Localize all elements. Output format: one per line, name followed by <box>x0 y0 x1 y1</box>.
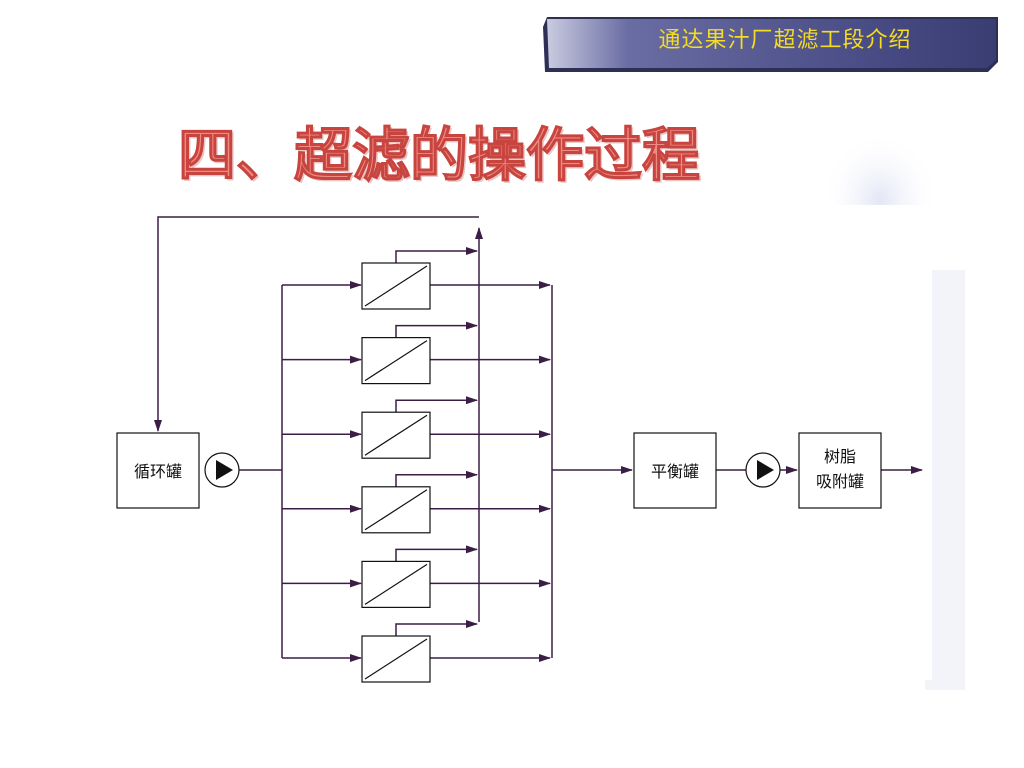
module-retentate-line <box>395 620 478 636</box>
recycle-line <box>154 216 479 432</box>
membrane-diagonal <box>364 340 428 382</box>
resin-tank-label-line2: 吸附罐 <box>816 472 864 491</box>
membrane-diagonal <box>364 638 428 680</box>
membrane-module <box>361 635 431 683</box>
membrane-module <box>361 560 431 609</box>
resin-adsorption-tank: 树脂 吸附罐 <box>798 432 882 509</box>
pump-icon <box>745 452 781 488</box>
membrane-diagonal <box>364 563 428 605</box>
membrane-diagonal <box>364 414 428 456</box>
balance-tank: 平衡罐 <box>633 432 717 509</box>
banner-title: 通达果汁厂超滤工段介绍 <box>658 28 912 53</box>
module-retentate-line <box>395 545 478 562</box>
module-retentate-line <box>395 470 478 487</box>
slide-title: 四、超滤的操作过程 <box>177 120 701 189</box>
module-retentate-line <box>395 396 478 413</box>
balance-tank-label: 平衡罐 <box>651 462 699 481</box>
pump-icon <box>204 452 240 488</box>
membrane-diagonal <box>364 489 428 531</box>
membrane-module <box>361 262 431 310</box>
module-retentate-line <box>395 247 478 263</box>
circulation-tank-label: 循环罐 <box>134 462 182 481</box>
membrane-module <box>361 486 431 534</box>
module-retentate-line <box>395 321 478 338</box>
membrane-module <box>361 411 431 459</box>
circulation-tank: 循环罐 <box>116 432 200 509</box>
resin-tank-label-line1: 树脂 <box>824 447 856 466</box>
membrane-module <box>361 337 431 385</box>
header-banner <box>543 17 998 72</box>
membrane-diagonal <box>364 265 428 307</box>
